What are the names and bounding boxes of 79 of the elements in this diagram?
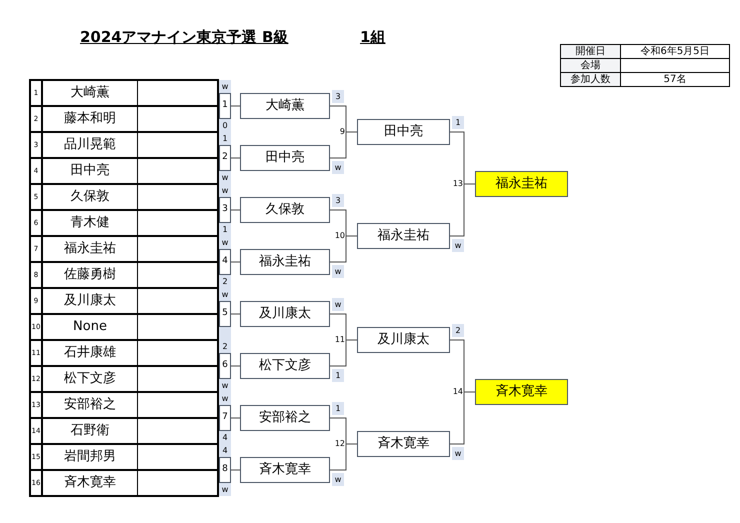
bracket-box: 福永圭祐: [357, 223, 450, 249]
player-row: [30, 418, 218, 444]
player-name: 青木健: [43, 211, 138, 235]
player-name: 田中亮: [43, 159, 138, 183]
player-name: 石野衛: [43, 419, 138, 443]
player-row: [30, 132, 218, 158]
match-number-box: 8: [219, 457, 231, 483]
player-row: [30, 210, 218, 236]
score-cell: 1: [332, 369, 344, 382]
player-row: [30, 106, 218, 132]
table-value: 57名: [662, 73, 688, 86]
player-row: [30, 366, 218, 392]
player-name: 及川康太: [43, 289, 138, 313]
match-number-box: 7: [219, 405, 231, 431]
score-cell: w: [332, 298, 344, 311]
bracket-box: 及川康太: [240, 301, 330, 327]
player-name: 松下文彦: [43, 367, 138, 391]
bracket-line: [330, 132, 358, 158]
player-name: 安部裕之: [43, 393, 138, 417]
winner-box: 斉木寛幸: [475, 379, 568, 405]
player-row: [30, 444, 218, 470]
bracket-box: 松下文彦: [240, 353, 330, 379]
bracket-line: [330, 340, 358, 366]
table-value: 令和6年5月5日: [621, 45, 729, 59]
match-number-box: 1: [219, 93, 231, 119]
player-name: 藤本和明: [43, 107, 138, 131]
bracket-box: 斉木寛幸: [357, 431, 450, 457]
player-row: [30, 470, 218, 496]
player-row: [30, 158, 218, 184]
player-row: [30, 262, 218, 288]
bracket-line: [450, 392, 476, 444]
bracket-box: 久保敦: [240, 197, 330, 223]
score-cell: w: [452, 447, 464, 460]
match-number-box: 4: [219, 249, 231, 275]
bracket-box: 斉木寛幸: [240, 457, 330, 483]
bracket-line: [330, 444, 358, 470]
table-header: 開催日: [561, 45, 621, 59]
score-cell: 3: [332, 90, 344, 103]
score-cell: 2: [452, 324, 464, 337]
score-cell: 3: [332, 194, 344, 207]
bracket-box: 田中亮: [240, 145, 330, 171]
bracket-line: [450, 184, 476, 236]
winner-box: 福永圭祐: [475, 171, 568, 197]
score-cell: w: [332, 265, 344, 278]
table-header: 参加人数: [561, 73, 621, 86]
bracket-box: 大崎薫: [240, 93, 330, 119]
score-cell: w: [332, 161, 344, 174]
player-row: [30, 184, 218, 210]
player-row: [30, 392, 218, 418]
bracket-box: 福永圭祐: [240, 249, 330, 275]
player-name: 岩間邦男: [43, 445, 138, 469]
player-name: 久保敦: [43, 185, 138, 209]
match-number-box: 3: [219, 197, 231, 223]
player-name: 福永圭祐: [43, 237, 138, 261]
player-row: [30, 80, 218, 106]
score-cell: 1: [332, 402, 344, 415]
player-name: 石井康雄: [43, 341, 138, 365]
player-name: 品川晃範: [43, 133, 138, 157]
table-header: 会場: [561, 59, 621, 73]
player-row: [30, 236, 218, 262]
bracket-line: [330, 236, 358, 262]
bracket-box: 及川康太: [357, 327, 450, 353]
bracket-box: 安部裕之: [240, 405, 330, 431]
player-name: 佐藤勇樹: [43, 263, 138, 287]
match-number-box: 5: [219, 301, 231, 327]
score-cell: w: [332, 473, 344, 486]
player-row: [30, 340, 218, 366]
group-label: 1組: [360, 27, 386, 48]
score-cell: w: [452, 239, 464, 252]
match-number-box: 6: [219, 353, 231, 379]
player-name: None: [43, 315, 138, 339]
score-cell: 1: [452, 116, 464, 129]
title: 2024アマナイン東京予選 B級: [80, 27, 288, 48]
bracket-box: 田中亮: [357, 119, 450, 145]
player-row: [30, 314, 218, 340]
match-number-box: 2: [219, 145, 231, 171]
player-name: 大崎薫: [43, 81, 138, 105]
player-name: 斉木寛幸: [43, 471, 138, 495]
player-row: [30, 288, 218, 314]
